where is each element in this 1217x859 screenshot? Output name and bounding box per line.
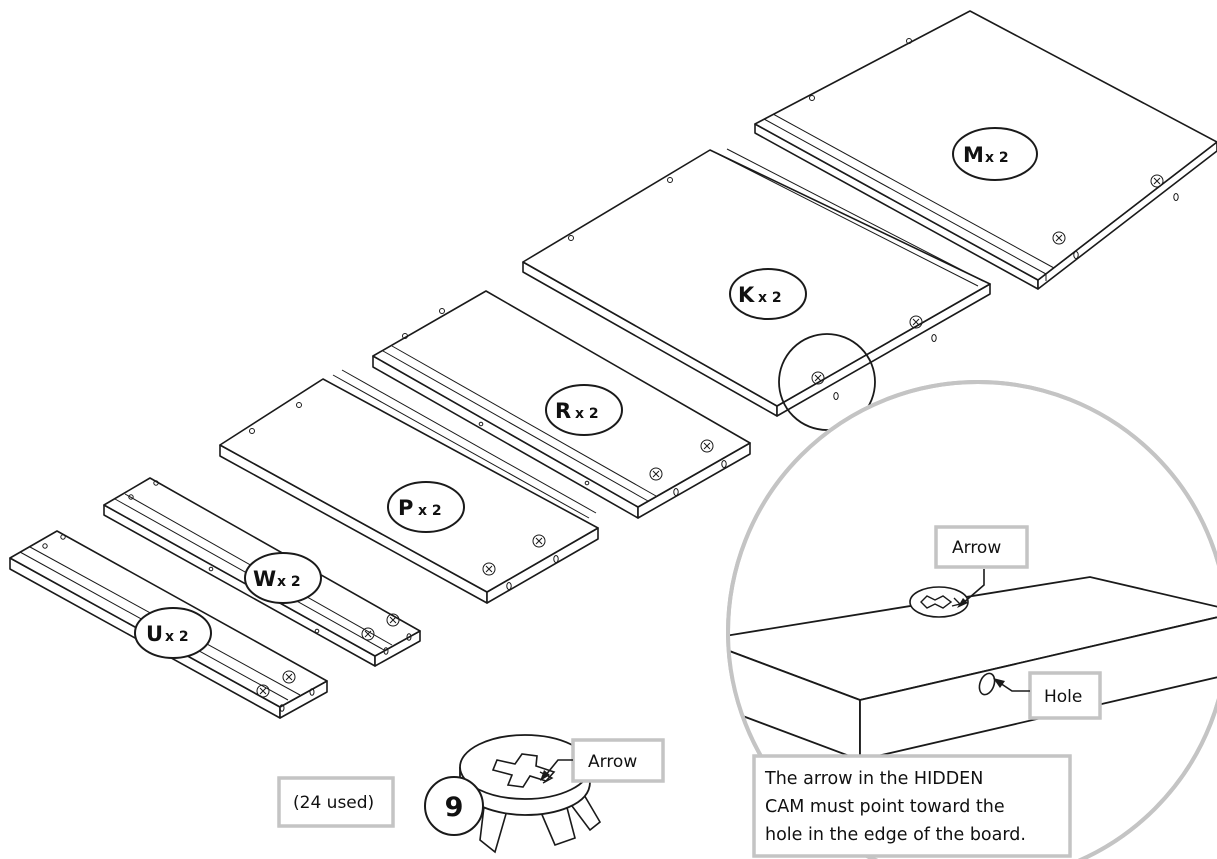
hidden-cam-part: 9 xyxy=(424,734,602,854)
label-w-letter: W xyxy=(253,567,276,591)
cam-hole-icon xyxy=(700,439,714,453)
label-m-letter: M xyxy=(963,143,984,167)
cam-hole-icon xyxy=(361,627,375,641)
label-m: M x 2 xyxy=(952,127,1038,181)
cam-hole-icon xyxy=(256,684,270,698)
label-k-qty: x 2 xyxy=(758,290,782,306)
label-r-letter: R xyxy=(555,399,571,423)
note-line-3: hole in the edge of the board. xyxy=(765,825,1026,845)
label-m-qty: x 2 xyxy=(985,150,1009,166)
hidden-cam-icon xyxy=(909,586,969,618)
cam-part-number-badge: 9 xyxy=(424,776,484,836)
detail-hole-label: Hole xyxy=(1044,687,1082,707)
detail-hole-callout: Hole xyxy=(993,671,1102,720)
note-line-2: CAM must point toward the xyxy=(765,797,1005,817)
cam-hole-icon xyxy=(909,315,923,329)
cam-used-label: (24 used) xyxy=(293,793,374,813)
label-u-qty: x 2 xyxy=(165,629,189,645)
label-u: U x 2 xyxy=(134,607,212,659)
cam-hole-icon xyxy=(532,534,546,548)
cam-hole-icon xyxy=(482,562,496,576)
label-r-qty: x 2 xyxy=(575,406,599,422)
cam-used-count: (24 used) xyxy=(277,776,395,828)
detail-arrow-callout: Arrow xyxy=(934,525,1029,608)
cam-hole-icon xyxy=(649,467,663,481)
note-line-1: The arrow in the HIDDEN xyxy=(764,769,983,789)
detail-arrow-label: Arrow xyxy=(952,538,1001,558)
label-p: P x 2 xyxy=(387,481,465,533)
cam-hole-icon xyxy=(282,670,296,684)
label-k-letter: K xyxy=(738,283,755,307)
label-p-qty: x 2 xyxy=(418,503,442,519)
label-k: K x 2 xyxy=(729,268,807,320)
label-w: W x 2 xyxy=(244,552,322,604)
detail-magnifier: Arrow Hole xyxy=(726,333,1217,859)
label-p-letter: P xyxy=(398,496,413,520)
cam-hole-icon xyxy=(386,613,400,627)
cam-orientation-note: The arrow in the HIDDEN CAM must point t… xyxy=(752,754,1072,858)
cam-hole-icon xyxy=(1150,174,1164,188)
cam-arrow-callout: Arrow xyxy=(540,738,665,783)
label-r: R x 2 xyxy=(545,384,623,436)
cam-part-number: 9 xyxy=(445,792,464,823)
label-w-qty: x 2 xyxy=(277,574,301,590)
cam-arrow-label: Arrow xyxy=(588,752,637,772)
cam-hole-icon xyxy=(811,371,825,385)
label-u-letter: U xyxy=(146,622,163,646)
cam-hole-icon xyxy=(1052,231,1066,245)
